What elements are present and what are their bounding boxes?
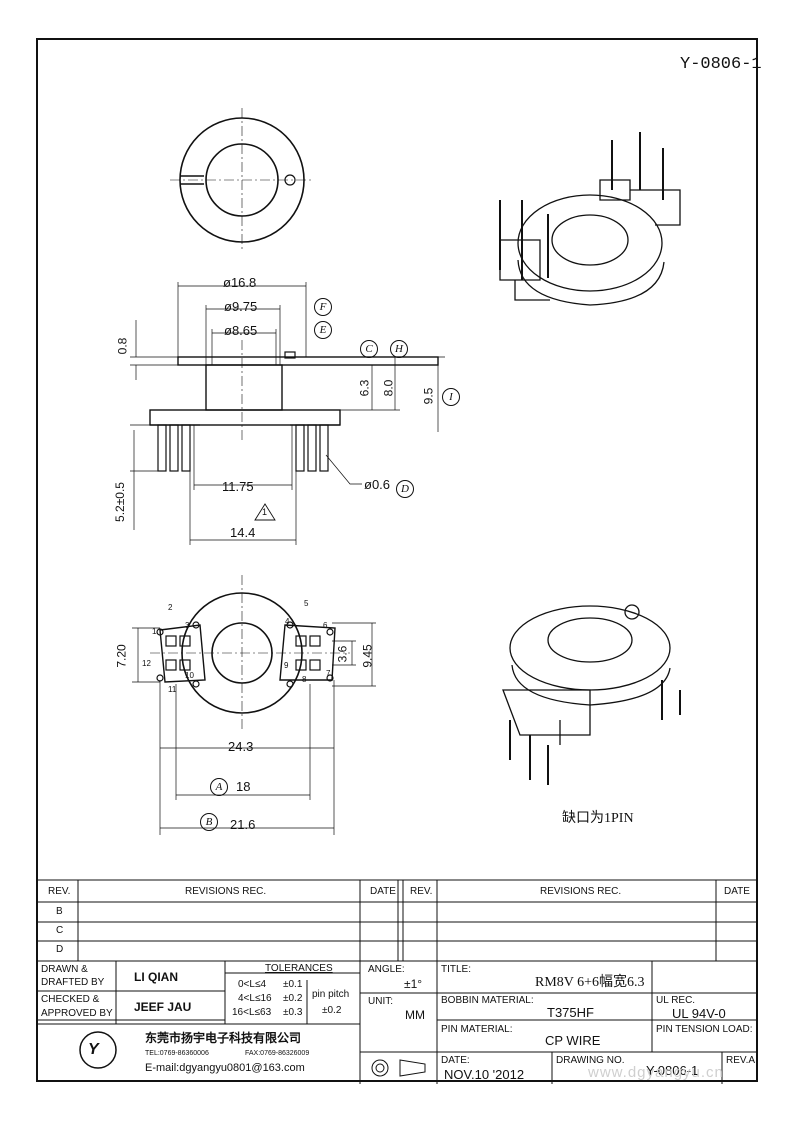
dim-d06: ø0.6	[364, 477, 391, 492]
website-watermark: www.dgyangyu.cn	[588, 1064, 724, 1081]
rev-header: REV.	[48, 886, 71, 897]
dim-d95: 9.5	[421, 387, 436, 405]
dim-d80: 8.0	[381, 379, 396, 397]
rev-row-b: B	[56, 906, 63, 917]
pin-tension-label: PIN TENSION LOAD:	[656, 1024, 753, 1035]
drawing-number: Y-0806-1	[646, 1063, 699, 1078]
callout-e: E	[314, 321, 332, 339]
pin-label: 9	[284, 661, 289, 670]
dim-d18: 18	[236, 779, 251, 794]
tol-value: ±0.2	[283, 993, 303, 1004]
checked-by: JEEF JAU	[134, 1000, 192, 1014]
callout-h: H	[390, 340, 408, 358]
drafted-label: DRAFTED BY	[41, 977, 105, 988]
company-email: E-mail:dgyangyu0801@163.com	[145, 1062, 305, 1074]
bobbin-material: T375HF	[547, 1005, 594, 1020]
pin-label: 1	[152, 627, 157, 636]
rev-row-d: D	[56, 944, 64, 955]
date-header: DATE	[370, 886, 396, 897]
dim-d720: 7.20	[114, 644, 129, 668]
unit-value: MM	[405, 1008, 425, 1022]
pin-label: 2	[168, 603, 173, 612]
dim-d36: 3.6	[335, 645, 350, 663]
pin-pitch-value: ±0.2	[322, 1005, 342, 1016]
dim-d945: 9.45	[360, 644, 375, 668]
revisions-rec-header: REVISIONS REC.	[185, 886, 267, 897]
bottom-view	[132, 575, 376, 835]
callout-a: A	[210, 778, 228, 796]
dim-d216: 21.6	[230, 817, 256, 832]
dim-d168: ø16.8	[223, 275, 257, 290]
dim-d1175: 11.75	[222, 479, 254, 494]
drawing-id: Y-0806-1	[680, 55, 762, 74]
tol-value: ±0.1	[283, 979, 303, 990]
pin-material-label: PIN MATERIAL:	[441, 1024, 513, 1035]
pin-label: 12	[142, 659, 151, 668]
date-header-right: DATE	[724, 886, 750, 897]
pin-material: CP WIRE	[545, 1033, 601, 1048]
side-view	[130, 282, 445, 545]
tol-range: 4<L≤16	[238, 993, 272, 1004]
drawn-by: LI QIAN	[134, 970, 178, 984]
tol-value: ±0.3	[283, 1007, 303, 1018]
pin-label: 10	[185, 671, 194, 680]
ul-rating: UL 94V-0	[672, 1006, 726, 1021]
callout-i: I	[442, 388, 460, 406]
drawn-label: DRAWN &	[41, 964, 88, 975]
isometric-view-bottom	[502, 604, 681, 785]
top-view	[170, 108, 314, 252]
drawing-title: RM8V 6+6幅宽6.3	[535, 975, 645, 990]
dim-d144: 14.4	[230, 525, 256, 540]
tol-range: 0<L≤4	[238, 979, 267, 990]
title-block-lines	[38, 879, 756, 1084]
date-label: DATE:	[441, 1055, 470, 1066]
drawing-no-label: DRAWING NO.	[556, 1055, 625, 1066]
triangle-note-number: 1	[262, 507, 268, 517]
revisions-rec-header-right: REVISIONS REC.	[540, 886, 622, 897]
dim-d865: ø8.65	[224, 323, 258, 338]
notch-note: 缺口为1PIN	[562, 811, 634, 826]
checked-label: CHECKED &	[41, 994, 100, 1005]
dim-d08: 0.8	[115, 337, 130, 355]
dim-d52: 5.2±0.5	[112, 482, 127, 522]
company-logo-icon: Y	[88, 1041, 99, 1058]
drawing-frame	[36, 38, 758, 1082]
tol-range: 16<L≤63	[232, 1007, 272, 1018]
angle-label: ANGLE:	[368, 964, 405, 975]
unit-label: UNIT:	[368, 996, 393, 1007]
bobbin-material-label: BOBBIN MATERIAL:	[441, 995, 534, 1006]
ul-rec-label: UL REC.	[656, 995, 696, 1006]
pin-label: 6	[323, 621, 328, 630]
company-name: 东莞市扬宇电子科技有限公司	[145, 1031, 302, 1045]
company-fax: FAX:0769-86326009	[245, 1050, 310, 1057]
revision-label: REV.A	[726, 1055, 756, 1066]
pin-pitch-label: pin pitch	[312, 989, 350, 1000]
callout-c: C	[360, 340, 378, 358]
dim-d243: 24.3	[228, 739, 254, 754]
approved-label: APPROVED BY	[41, 1008, 113, 1019]
rev-row-c: C	[56, 925, 64, 936]
pin-label: 5	[304, 599, 309, 608]
pin-label: 8	[302, 675, 307, 684]
angle-value: ±1°	[404, 977, 423, 991]
callout-b: B	[200, 813, 218, 831]
company-tel: TEL:0769-86360006	[145, 1050, 209, 1057]
pin-label: 7	[326, 669, 331, 678]
pin-label: 4	[285, 617, 290, 626]
drawing-date: NOV.10 '2012	[444, 1067, 525, 1082]
pin-label: 11	[168, 685, 177, 694]
pin-label: 3	[185, 621, 190, 630]
callout-f: F	[314, 298, 332, 316]
dim-d63: 6.3	[357, 379, 372, 397]
tolerances-label: TOLERANCES	[265, 963, 333, 974]
callout-d: D	[396, 480, 414, 498]
title-label: TITLE:	[441, 964, 472, 975]
isometric-view-top	[499, 132, 681, 306]
dim-d975: ø9.75	[224, 299, 258, 314]
rev-header-right: REV.	[410, 886, 433, 897]
